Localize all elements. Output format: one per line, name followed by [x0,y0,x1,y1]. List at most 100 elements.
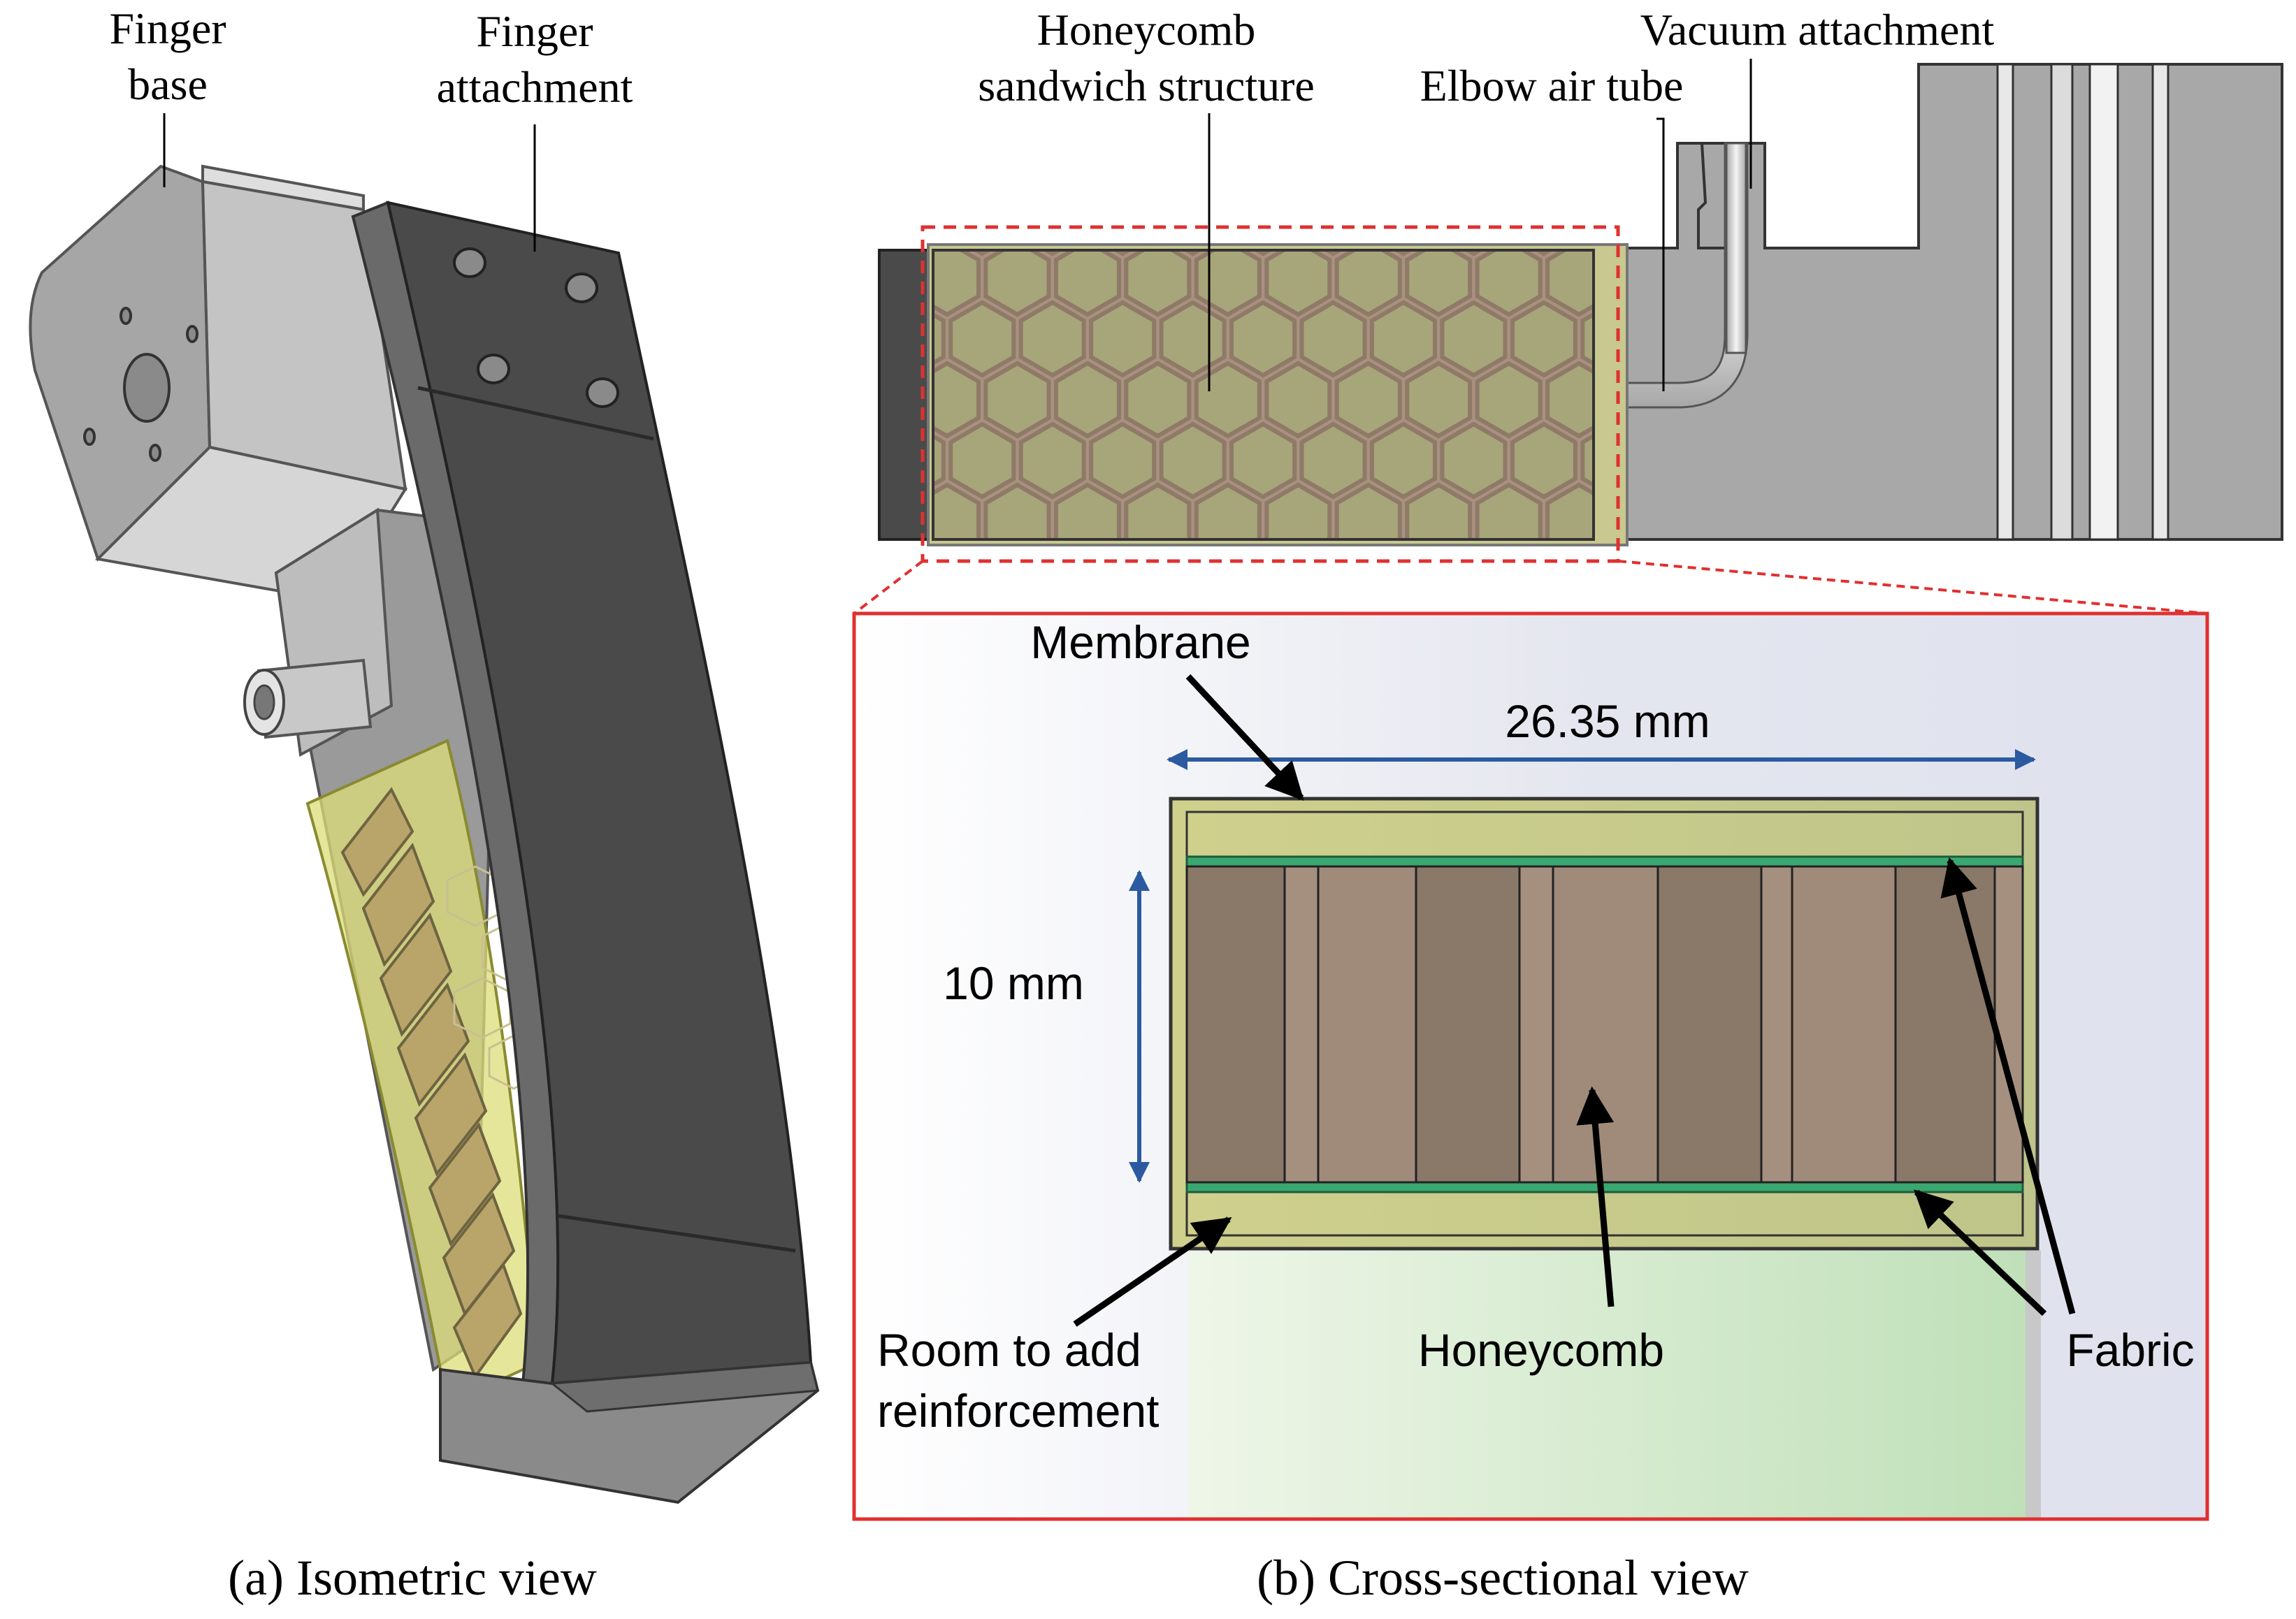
honeycomb-cell [1264,250,1332,317]
honeycomb-cell [1372,546,1435,618]
finger-attachment-holes [453,247,619,408]
arrow-fabric-bottom [1914,1189,2047,1316]
honeycomb-cell [1053,250,1121,317]
arrow-room [1073,1217,1232,1327]
arrow-membrane [1185,674,1304,801]
honeycomb-cell [1580,312,1594,366]
honeycomb-cell [983,361,1051,439]
inset-label-fabric: Fabric [2066,1324,2194,1376]
honeycomb-cell [983,482,1051,539]
honeycomb-cell [1194,482,1262,539]
honeycomb-cell [1393,250,1414,256]
honeycomb-cell [1533,250,1554,256]
fabric-bottom [1185,1181,2024,1193]
honeycomb-cell [933,250,981,317]
honeycomb-cell [1229,300,1297,378]
label-finger-base-line1: Finger [109,3,226,53]
honeycomb-cell [933,312,946,366]
honeycomb-cell [1018,300,1086,378]
honeycomb-cell [1582,181,1645,254]
honeycomb-cell [1159,300,1227,378]
honeycomb-cell [1299,300,1367,378]
honeycomb-cell [1252,250,1273,256]
honeycomb-cell [881,181,944,254]
honeycomb-cell [1159,421,1227,500]
caption-isometric: (a) Isometric view [228,1550,597,1606]
honeycomb-grid [881,181,1716,618]
honeycomb-cell [1580,433,1594,488]
honeycomb-cell [1510,421,1577,500]
honeycomb-cell [1405,250,1473,317]
honeycomb-cell [1182,250,1204,256]
honeycomb-cell [1053,482,1121,539]
honeycomb-cell [933,361,981,439]
honeycomb-cell [1264,482,1332,539]
honeycomb-cell [1018,421,1086,500]
honeycomb-cell [1194,250,1262,317]
honeycomb-cell [1440,300,1508,378]
honeycomb-cell [948,300,1016,378]
honeycomb-cell [1442,546,1505,618]
honeycomb-cell [1021,546,1084,618]
honeycomb-cell [1091,546,1154,618]
honeycomb-cell [983,250,1051,317]
label-finger-attachment-line2: attachment [437,62,633,112]
inset-label-honeycomb: Honeycomb [1418,1324,1664,1376]
inset-border [852,611,2209,1521]
body-grooves [1996,63,2169,541]
honeycomb-cell [1089,300,1157,378]
honeycomb-cell [1405,361,1473,439]
width-dimension-label: 26.35 mm [1505,695,1710,747]
honeycomb-cell [951,546,1013,618]
label-vacuum-attachment: Vacuum attachment [1640,5,1995,55]
inset-label-room-line1: Room to add [877,1324,1141,1376]
honeycomb-cell [933,482,981,539]
inset-label-room-line2: reinforcement [877,1385,1160,1437]
honeycomb-cell [1299,421,1367,500]
honeycomb-cell [1475,361,1543,439]
inset-label-membrane: Membrane [1030,616,1250,668]
leader-elbow-air-tube [1656,117,1665,391]
gripper-body-section [1582,63,2283,541]
vacuum-nozzle-iso [243,658,373,739]
honeycomb-cell [1264,361,1332,439]
honeycomb-cell [1334,361,1402,439]
honeycomb-cells-iso [340,787,523,1380]
honeycomb-cell [1042,250,1063,256]
isometric-view: Finger base Finger attachment (a) Isomet… [29,3,820,1606]
cross-section-inset: 26.35 mm 10 mm Membrane Room to add rein… [852,611,2209,1521]
honeycomb-cell [1162,546,1225,618]
honeycomb-cell [1475,482,1543,539]
honeycomb-cell [1124,361,1192,439]
cross-section-view: Honeycomb sandwich structure Elbow air t… [852,5,2283,1606]
honeycomb-cell [1653,546,1716,618]
zoom-region-box [920,225,1620,563]
label-honeycomb-sandwich-line2: sandwich structure [978,61,1315,110]
honeycomb-cell [1545,482,1594,539]
honeycomb-cell [1112,250,1133,256]
label-elbow-air-tube: Elbow air tube [1420,61,1684,110]
inset-honeycomb-columns [1185,865,2024,1184]
honeycomb-cell [1302,546,1365,618]
honeycomb-cell [1334,482,1402,539]
honeycomb-cell [881,546,944,618]
arrow-fabric-top [1940,857,2076,1315]
honeycomb-cell [933,433,946,488]
honeycomb-cell [1369,300,1437,378]
honeycomb-cell [1232,546,1294,618]
height-dimension-label: 10 mm [943,957,1084,1009]
label-finger-base-line2: base [128,59,208,109]
honeycomb-cell [1475,250,1543,317]
honeycomb-cell [1545,250,1594,317]
honeycomb-cell [1053,361,1121,439]
honeycomb-cell [1440,421,1508,500]
honeycomb-cell [1124,250,1192,317]
honeycomb-cell [1124,482,1192,539]
fabric-top [1185,855,2024,868]
finger-base-holes [83,307,198,462]
honeycomb-cell [1089,421,1157,500]
honeycomb-cell [1229,421,1297,500]
honeycomb-cell [1334,250,1402,317]
label-finger-attachment-line1: Finger [476,6,593,56]
